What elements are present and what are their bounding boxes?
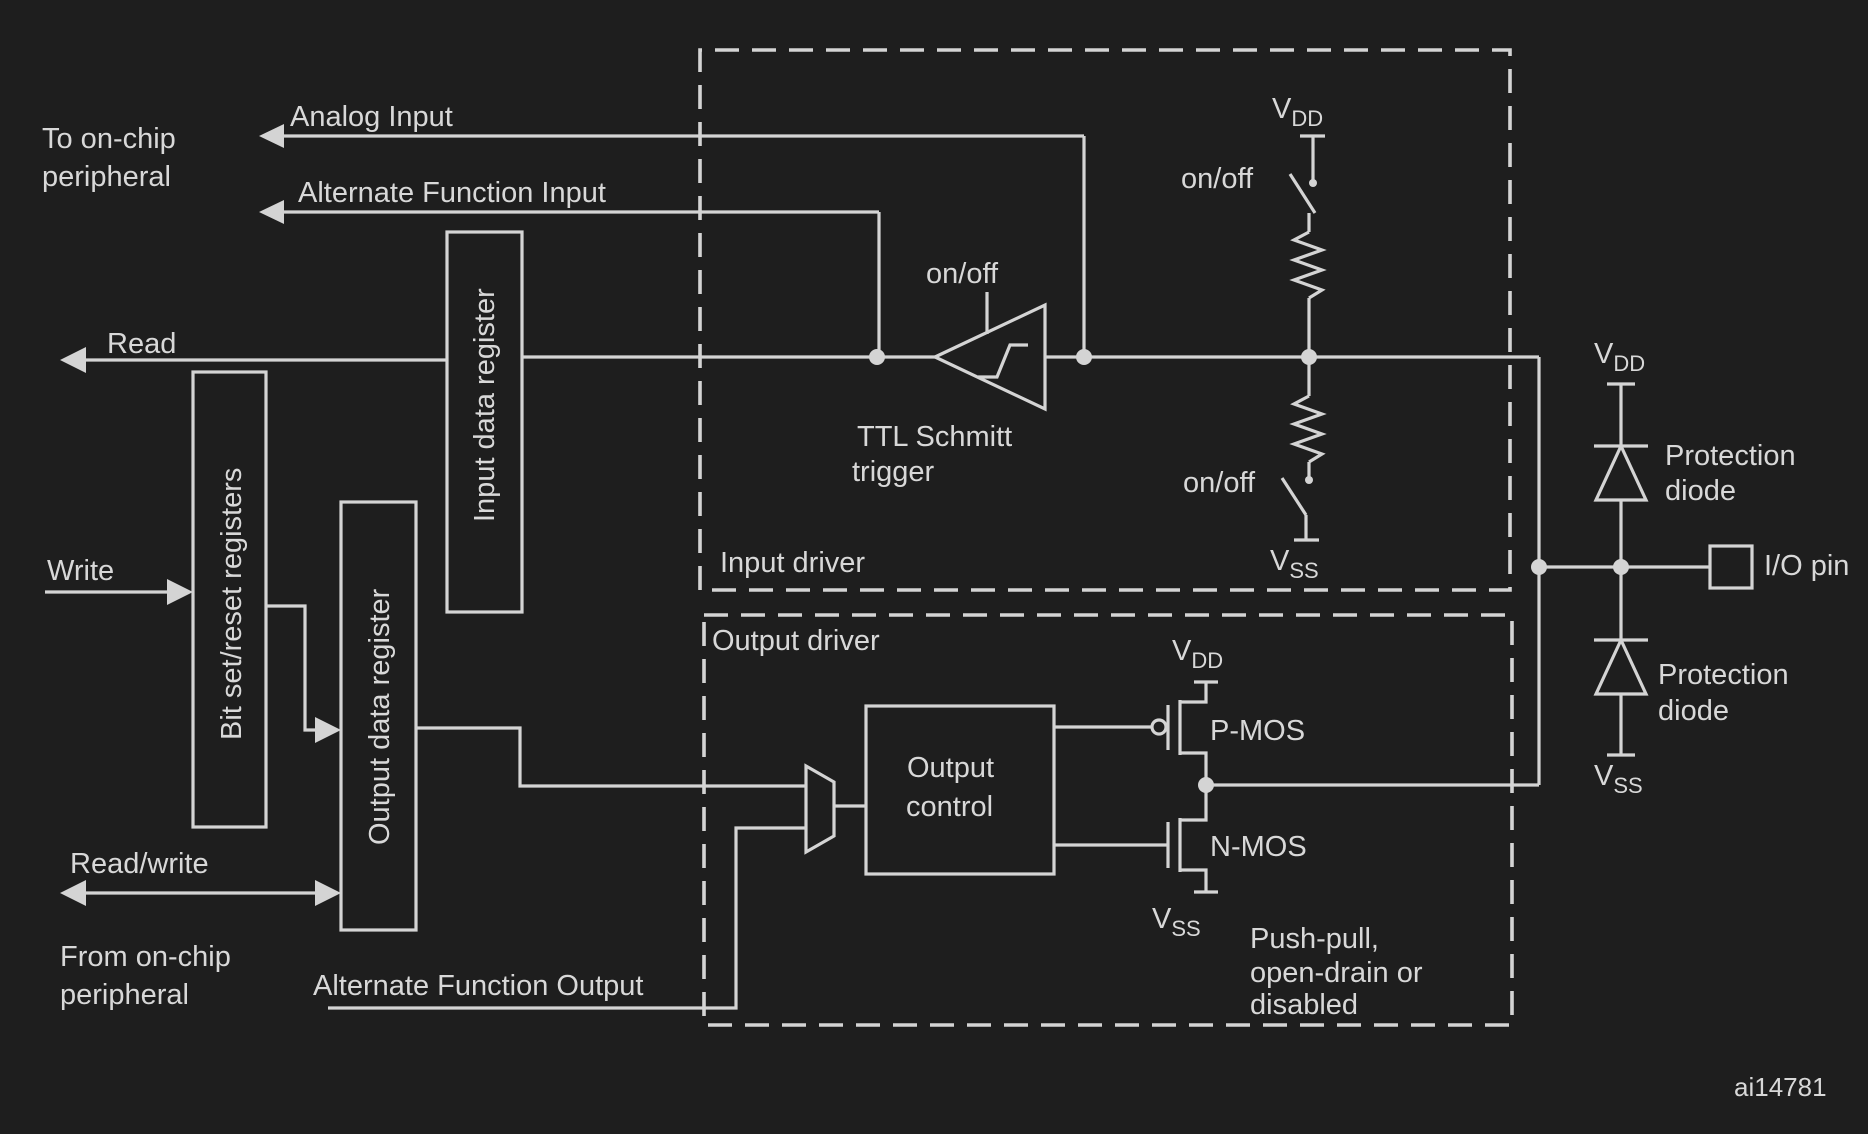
pull-down-switch — [1280, 477, 1308, 516]
bit-set-reset-register-label: Bit set/reset registers — [216, 468, 248, 740]
figure-id: ai14781 — [1734, 1072, 1827, 1102]
input-driver-box — [698, 48, 1512, 592]
read-write-arrow-left — [60, 880, 86, 906]
alt-func-input-arrow — [259, 200, 284, 224]
to-onchip-label: peripheral — [42, 161, 171, 193]
pull-down-on-off-label: on/off — [1183, 467, 1256, 499]
output-driver-label: Output driver — [712, 625, 880, 657]
pmos-gate-bubble — [1150, 718, 1168, 736]
output-control-label: Output — [907, 752, 994, 784]
output-mode-label: disabled — [1250, 989, 1358, 1021]
junction-dot — [1076, 349, 1092, 365]
output-control-box — [864, 704, 1056, 876]
vss-label: VSS — [1270, 545, 1319, 583]
output-mode-label: open-drain or — [1250, 957, 1423, 989]
alt-func-output-line — [328, 826, 806, 1010]
bit-set-reset-register-box — [191, 370, 268, 829]
from-onchip-label: From on-chip — [60, 941, 231, 973]
vss-label: VSS — [1152, 903, 1201, 941]
protection-diode-label: diode — [1665, 475, 1736, 507]
write-label: Write — [47, 555, 114, 587]
pull-up-resistor — [1289, 230, 1327, 300]
switch-contact — [1309, 179, 1317, 187]
pull-up-switch — [1288, 173, 1317, 214]
output-data-register-label: Output data register — [364, 588, 396, 845]
analog-input-arrow — [259, 124, 284, 148]
read-write-arrow-right — [315, 880, 341, 906]
alt-func-output-label: Alternate Function Output — [313, 970, 643, 1002]
vdd-label: VDD — [1272, 93, 1323, 131]
hysteresis-symbol — [978, 343, 1028, 379]
io-pin-label: I/O pin — [1764, 550, 1849, 582]
nmos-drain — [1180, 785, 1208, 822]
output-driver-box — [702, 613, 1514, 1027]
vdd-label: VDD — [1172, 635, 1223, 673]
read-arrow — [60, 347, 86, 373]
junction-dot — [869, 349, 885, 365]
ttl-schmitt-label: trigger — [852, 456, 935, 488]
analog-input-label: Analog Input — [290, 101, 453, 133]
pmos-label: P-MOS — [1210, 715, 1305, 747]
pmos-source — [1180, 682, 1208, 704]
vdd-label: VDD — [1594, 338, 1645, 376]
read-write-label: Read/write — [70, 848, 209, 880]
odr-to-mux-line — [416, 726, 806, 788]
junction-dot — [1531, 559, 1547, 575]
protection-diode-label: Protection — [1658, 659, 1789, 691]
alt-func-input-label: Alternate Function Input — [298, 177, 606, 209]
nmos-label: N-MOS — [1210, 831, 1307, 863]
switch-contact — [1305, 476, 1313, 484]
input-driver-label: Input driver — [720, 547, 865, 579]
to-onchip-label: To on-chip — [42, 123, 176, 155]
protection-diode-upper — [1593, 442, 1649, 502]
output-control-label: control — [906, 791, 993, 823]
input-data-register-box — [445, 230, 524, 614]
schmitt-trigger-symbol — [931, 302, 1047, 412]
pull-up-on-off-label: on/off — [1181, 163, 1254, 195]
output-mode-label: Push-pull, — [1250, 923, 1379, 955]
ttl-schmitt-label: TTL Schmitt — [857, 421, 1012, 453]
bsrr-to-odr-arrow — [315, 717, 341, 743]
pmos-drain — [1180, 751, 1208, 785]
vss-label: VSS — [1594, 760, 1643, 798]
protection-diode-lower — [1593, 636, 1649, 696]
read-label: Read — [107, 328, 176, 360]
protection-diode-label: Protection — [1665, 440, 1796, 472]
write-arrow — [167, 579, 193, 605]
from-onchip-label: peripheral — [60, 979, 189, 1011]
output-mux — [804, 763, 836, 855]
schmitt-on-off-label: on/off — [926, 258, 999, 290]
output-data-register-box — [339, 500, 418, 932]
io-pin-box — [1708, 544, 1754, 590]
nmos-source — [1180, 868, 1208, 892]
input-data-register-label: Input data register — [469, 288, 501, 522]
pull-down-resistor — [1289, 394, 1327, 464]
protection-diode-label: diode — [1658, 695, 1729, 727]
bsrr-to-odr-line — [266, 604, 318, 732]
